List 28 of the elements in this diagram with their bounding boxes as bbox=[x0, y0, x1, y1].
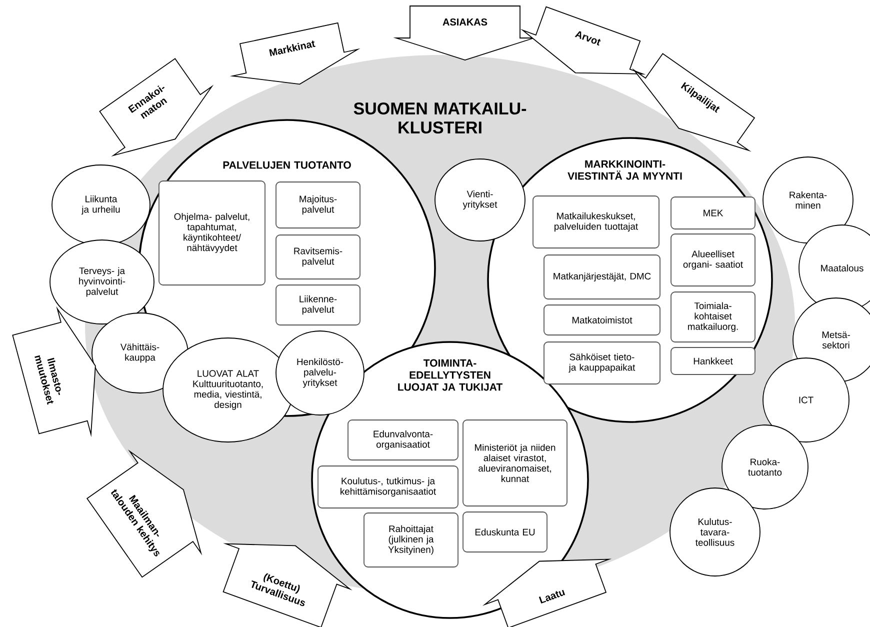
node-label: Laatu bbox=[538, 590, 566, 604]
rounded-box: Hankkeet bbox=[670, 347, 756, 375]
rounded-box: Matkatoimistot bbox=[544, 304, 660, 336]
signpost-box: ASIAKAS bbox=[393, 6, 537, 60]
circle-heading: MARKKINOINTI- VIESTINTÄ JA MYYNTI bbox=[568, 160, 682, 180]
signpost-box: Laatu bbox=[482, 558, 612, 627]
rounded-box: Sähköiset tieto- ja kauppapaikat bbox=[544, 342, 660, 384]
rounded-box: Matkailukeskukset, palveluiden tuottajat bbox=[532, 196, 660, 248]
cluster-title: SUOMEN MATKAILU- KLUSTERI bbox=[354, 102, 526, 134]
rounded-box: Ohjelma- palvelut, tapahtumat, käyntikohteet/ nähtävyydet bbox=[158, 180, 266, 286]
signpost-box: Arvot bbox=[520, 6, 646, 74]
signpost-box: Markkinat bbox=[230, 22, 360, 85]
rounded-box: Alueelliset organi- saatiot bbox=[670, 234, 756, 286]
rounded-box: Matkanjärjestäjät, DMC bbox=[544, 254, 660, 300]
rounded-box: Edunvalvonta- organisaatiot bbox=[348, 420, 458, 460]
rounded-box: Ravitsemis- palvelut bbox=[276, 234, 360, 280]
circle-heading: TOIMINTA- EDELLYTYSTEN LUOJAT JA TUKIJAT bbox=[398, 359, 502, 391]
rounded-box: Eduskunta EU bbox=[462, 512, 548, 552]
rounded-box: Majoitus- palvelut bbox=[276, 182, 360, 228]
rounded-box: Rahoittajat (julkinen ja Yksityinen) bbox=[364, 512, 458, 568]
rounded-box: MEK bbox=[670, 196, 756, 230]
rounded-box: Toimiala- kohtaiset matkailuorg. bbox=[670, 292, 756, 342]
node-label: Metsä- sektori bbox=[822, 332, 850, 348]
circle-heading: PALVELUJEN TUOTANTO bbox=[223, 161, 351, 169]
rounded-box: Ministeriöt ja niiden alaiset virastot, alueviranomaiset, kunnat bbox=[462, 420, 568, 506]
rounded-box: Liikenne- palvelut bbox=[276, 284, 360, 326]
node-label: Maatalous bbox=[821, 264, 864, 272]
rounded-box: Koulutus-, tutkimus- ja kehittämisorganisaatiot bbox=[318, 466, 458, 508]
